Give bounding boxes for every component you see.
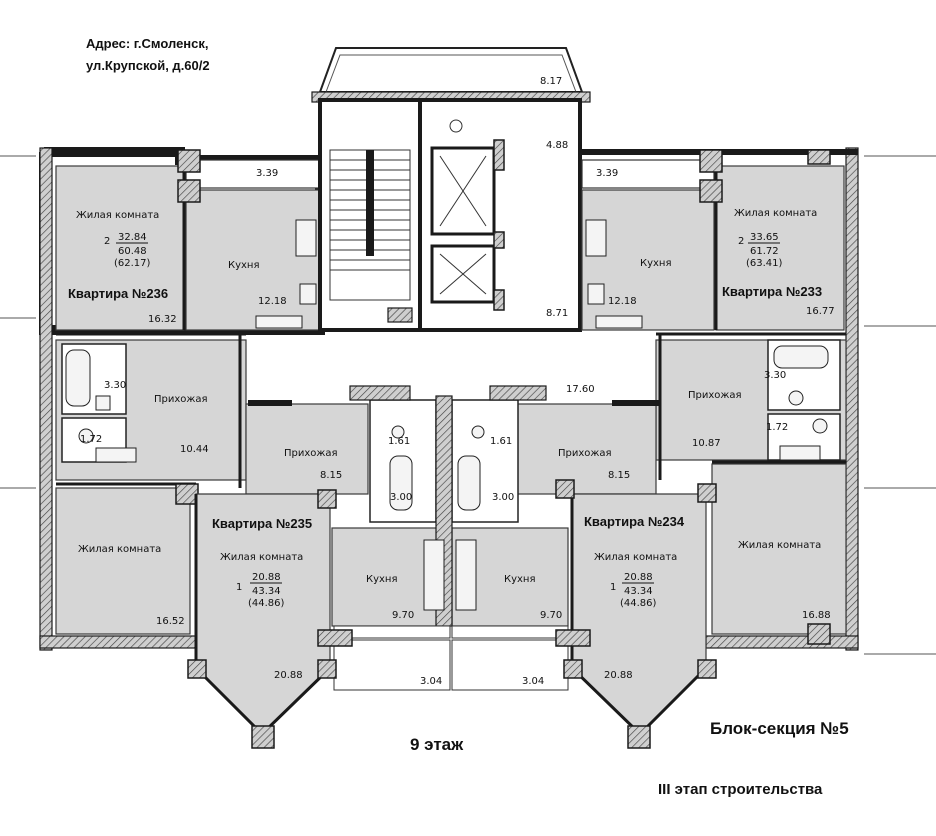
room-233-living1 bbox=[715, 165, 845, 331]
label-235-balcony-area: 3.04 bbox=[420, 676, 442, 687]
address-line-2: ул.Крупской, д.60/2 bbox=[86, 58, 210, 73]
balcony-236 bbox=[185, 159, 321, 189]
central-block bbox=[245, 385, 660, 691]
label-top-balcony-area: 8.17 bbox=[540, 76, 562, 87]
room-236-kitchen bbox=[185, 189, 321, 331]
label-234-living: Жилая комната bbox=[594, 552, 677, 563]
room-235-hall bbox=[245, 403, 369, 495]
title-236: Квартира №236 bbox=[68, 286, 168, 301]
label-235-room-count: 1 bbox=[236, 582, 242, 593]
label-236-balcony-area: 3.39 bbox=[256, 168, 278, 179]
title-235: Квартира №235 bbox=[212, 516, 312, 531]
label-233-bath-area: 3.30 bbox=[764, 370, 786, 381]
label-233-balcony-area: 3.39 bbox=[596, 168, 618, 179]
label-234-kitchen-area: 9.70 bbox=[540, 610, 562, 621]
label-236-wc-area: 1.72 bbox=[80, 434, 102, 445]
label-234-total-area: 43.34 bbox=[624, 586, 653, 597]
apartment-235 bbox=[187, 489, 353, 749]
apartment-234 bbox=[555, 479, 717, 749]
label-lobby-area: 8.71 bbox=[546, 308, 568, 319]
label-233-total-area: 61.72 bbox=[750, 246, 779, 257]
label-235-wc-area: 1.61 bbox=[388, 436, 410, 447]
room-234-living bbox=[571, 493, 707, 735]
label-236-hall: Прихожая bbox=[154, 394, 208, 405]
label-234-kitchen: Кухня bbox=[504, 574, 536, 585]
label-233-wc-area: 1.72 bbox=[766, 422, 788, 433]
core bbox=[318, 98, 582, 332]
label-236-total-area: 60.48 bbox=[118, 246, 147, 257]
room-236-living2 bbox=[55, 487, 191, 635]
label-234-hall-area: 8.15 bbox=[608, 470, 630, 481]
label-corridor-area: 17.60 bbox=[566, 384, 595, 395]
label-235-hall-area: 8.15 bbox=[320, 470, 342, 481]
top-bay bbox=[311, 47, 591, 103]
label-236-kitchen: Кухня bbox=[228, 260, 260, 271]
label-234-room-count: 1 bbox=[610, 582, 616, 593]
apartment-236 bbox=[55, 149, 321, 635]
title-234: Квартира №234 bbox=[584, 514, 685, 529]
label-235-kitchen-area: 9.70 bbox=[392, 610, 414, 621]
label-elevator-hall-area: 4.88 bbox=[546, 140, 568, 151]
label-236-kitchen-area: 12.18 bbox=[258, 296, 287, 307]
label-234-balcony-area: 3.04 bbox=[522, 676, 544, 687]
room-233-kitchen bbox=[581, 189, 715, 331]
label-233-room-count: 2 bbox=[738, 236, 744, 247]
label-236-total-balcony: (62.17) bbox=[114, 258, 151, 269]
label-236-hall-area: 10.44 bbox=[180, 444, 209, 455]
label-236-bath-area: 3.30 bbox=[104, 380, 126, 391]
label-233-living-area: 33.65 bbox=[750, 232, 779, 243]
label-233-room1-area: 16.77 bbox=[806, 306, 835, 317]
label-234-room-area: 20.88 bbox=[604, 670, 633, 681]
label-233-kitchen-area: 12.18 bbox=[608, 296, 637, 307]
label-236-room1-area: 16.32 bbox=[148, 314, 177, 325]
address-line-1: Адрес: г.Смоленск, bbox=[86, 36, 209, 51]
block-label: Блок-секция №5 bbox=[710, 719, 849, 738]
room-233-living2 bbox=[711, 463, 847, 635]
label-233-hall-area: 10.87 bbox=[692, 438, 721, 449]
label-235-total-area: 43.34 bbox=[252, 586, 281, 597]
label-235-living: Жилая комната bbox=[220, 552, 303, 563]
label-233-living1: Жилая комната bbox=[734, 208, 817, 219]
label-234-hall: Прихожая bbox=[558, 448, 612, 459]
apartment-233 bbox=[581, 149, 847, 645]
balcony-233 bbox=[581, 159, 715, 189]
label-236-living1: Жилая комната bbox=[76, 210, 159, 221]
label-235-living-area: 20.88 bbox=[252, 572, 281, 583]
label-234-total-balcony: (44.86) bbox=[620, 598, 657, 609]
label-235-bath-area: 3.00 bbox=[390, 492, 412, 503]
label-236-living2: Жилая комната bbox=[78, 544, 161, 555]
label-233-total-balcony: (63.41) bbox=[746, 258, 783, 269]
label-233-hall: Прихожая bbox=[688, 390, 742, 401]
label-234-bath-area: 3.00 bbox=[492, 492, 514, 503]
label-236-room-count: 2 bbox=[104, 236, 110, 247]
label-235-room-area: 20.88 bbox=[274, 670, 303, 681]
label-233-room2-area: 16.88 bbox=[802, 610, 831, 621]
label-235-total-balcony: (44.86) bbox=[248, 598, 285, 609]
title-233: Квартира №233 bbox=[722, 284, 822, 299]
label-235-kitchen: Кухня bbox=[366, 574, 398, 585]
stage-label: III этап строительства bbox=[658, 781, 823, 798]
margin-ticks bbox=[0, 155, 936, 655]
label-234-living-area: 20.88 bbox=[624, 572, 653, 583]
label-234-wc-area: 1.61 bbox=[490, 436, 512, 447]
floor-label: 9 этаж bbox=[410, 735, 464, 754]
label-233-kitchen: Кухня bbox=[640, 258, 672, 269]
label-236-living-area: 32.84 bbox=[118, 232, 147, 243]
label-236-room2-area: 16.52 bbox=[156, 616, 185, 627]
label-235-hall: Прихожая bbox=[284, 448, 338, 459]
label-233-living2: Жилая комната bbox=[738, 540, 821, 551]
